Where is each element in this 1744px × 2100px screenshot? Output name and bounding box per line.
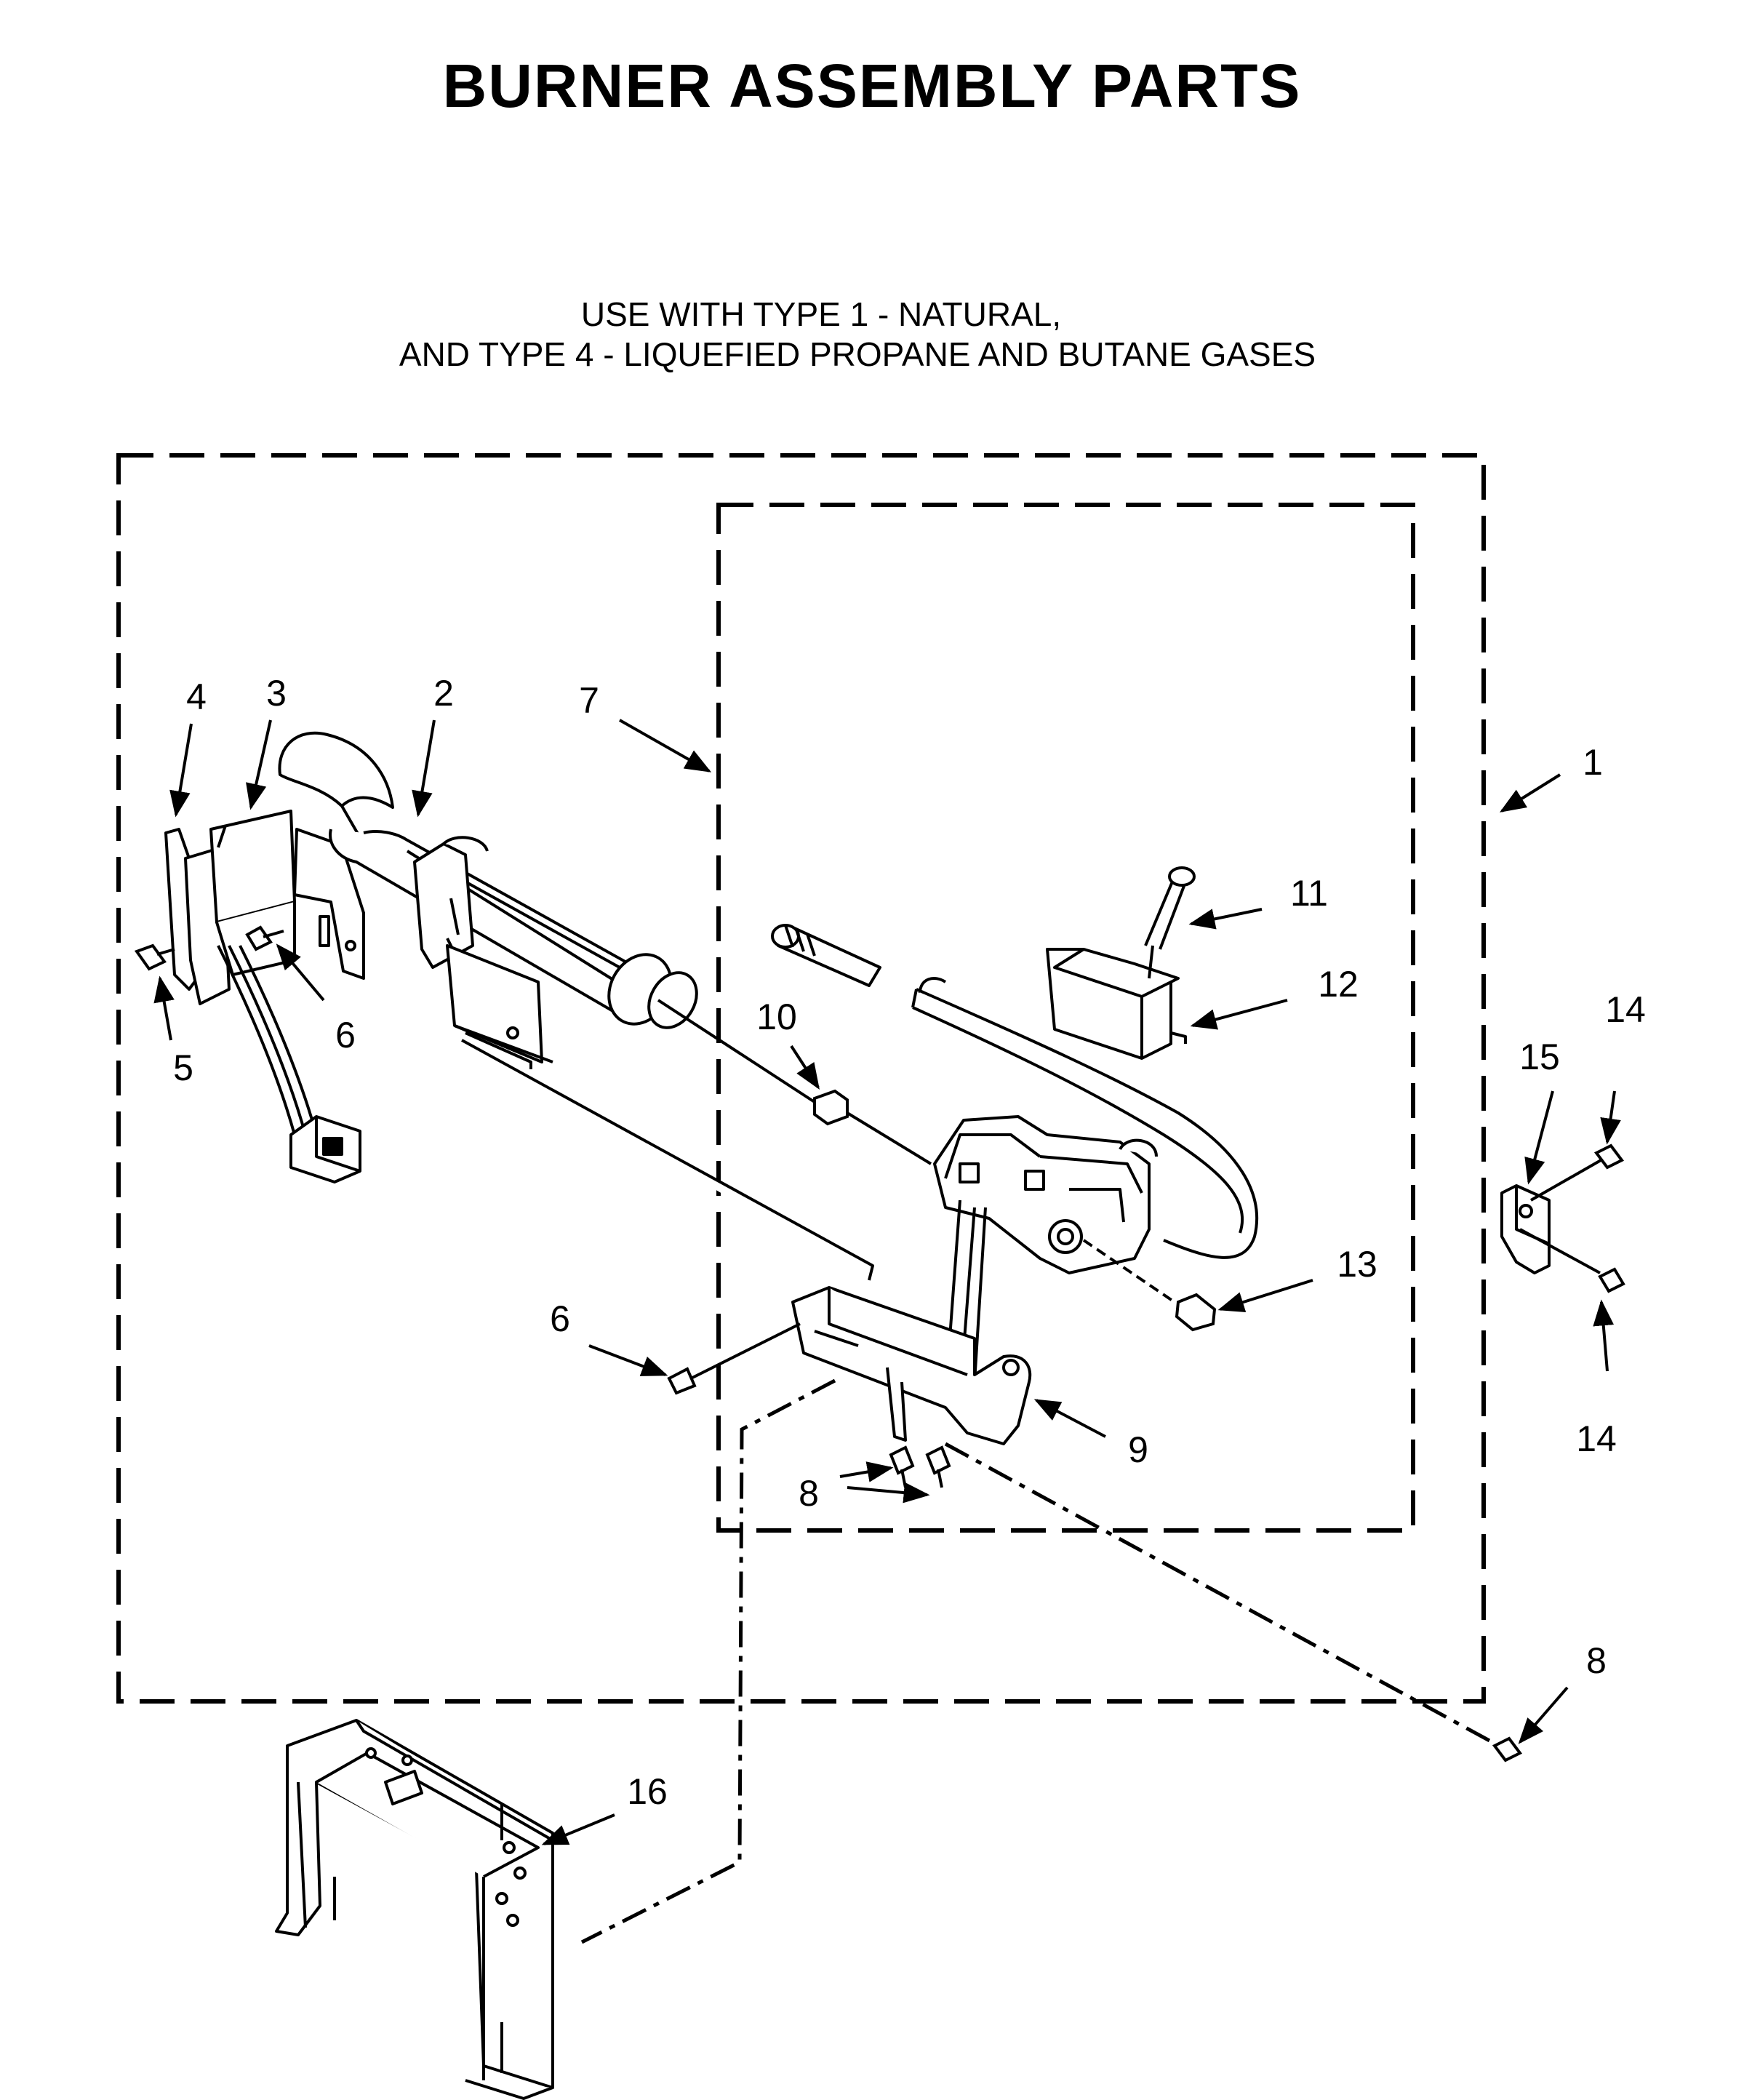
burner-bracket-part <box>413 836 874 1281</box>
callout-arrows <box>153 719 1621 1845</box>
burner-tube-part <box>278 731 698 1029</box>
callout-15: 15 <box>1519 1037 1560 1077</box>
screw-part-14-upper <box>1593 1143 1625 1170</box>
callout-5: 5 <box>173 1047 193 1088</box>
callout-11: 11 <box>1290 873 1328 914</box>
gas-line <box>657 999 816 1103</box>
callout-14-lower: 14 <box>1576 1418 1617 1459</box>
fitting-part-13 <box>1082 1239 1217 1332</box>
screw-part-6-upper <box>245 925 284 951</box>
inner-assembly-boundary <box>716 503 1415 1533</box>
callout-16: 16 <box>627 1771 668 1812</box>
valve-mounting-bracket-part <box>791 1286 1032 1445</box>
subtitle-line-1: USE WITH TYPE 1 - NATURAL, <box>580 295 1062 333</box>
callout-7: 7 <box>579 680 599 721</box>
solenoid-coil-part <box>1046 948 1187 1060</box>
solenoid-screw-part <box>1144 866 1196 979</box>
orifice-nut-part <box>813 1089 932 1165</box>
screw-part-14-lower <box>1598 1267 1625 1293</box>
callout-6-upper: 6 <box>335 1015 356 1055</box>
igniter-bracket-part <box>164 810 296 1005</box>
callout-9: 9 <box>1128 1429 1148 1470</box>
callout-1: 1 <box>1583 742 1603 783</box>
screw-8-leader <box>944 1442 1507 1752</box>
igniter-wire-harness <box>217 945 318 1135</box>
callout-10: 10 <box>756 997 797 1037</box>
callout-2: 2 <box>433 673 454 714</box>
screw-part-8-lower <box>1492 1736 1523 1762</box>
callout-8-lower: 8 <box>1586 1640 1607 1681</box>
callout-12: 12 <box>1318 964 1359 1005</box>
gas-valve-part <box>933 1115 1158 1397</box>
callout-6-lower: 6 <box>550 1298 570 1339</box>
mounting-bracket-leader <box>580 1378 836 1944</box>
diagram-title: BURNER ASSEMBLY PARTS <box>442 52 1302 120</box>
screw-part-5 <box>134 943 175 971</box>
clip-bracket-part <box>1500 1155 1608 1274</box>
callout-13: 13 <box>1337 1244 1377 1285</box>
callout-4: 4 <box>186 676 207 717</box>
mounting-u-bracket-part <box>275 1719 554 2100</box>
connector-plug-part <box>289 1115 361 1183</box>
screw-part-8-pair <box>889 1445 951 1488</box>
callout-3: 3 <box>266 673 287 714</box>
gas-pipe-part <box>771 924 1259 1259</box>
callout-8-pair: 8 <box>799 1473 819 1514</box>
callout-14-upper: 14 <box>1605 989 1646 1030</box>
screw-part-6-lower <box>667 1322 801 1395</box>
subtitle-line-2: AND TYPE 4 - LIQUEFIED PROPANE AND BUTAN… <box>399 335 1316 373</box>
outer-assembly-boundary <box>116 453 1486 1704</box>
